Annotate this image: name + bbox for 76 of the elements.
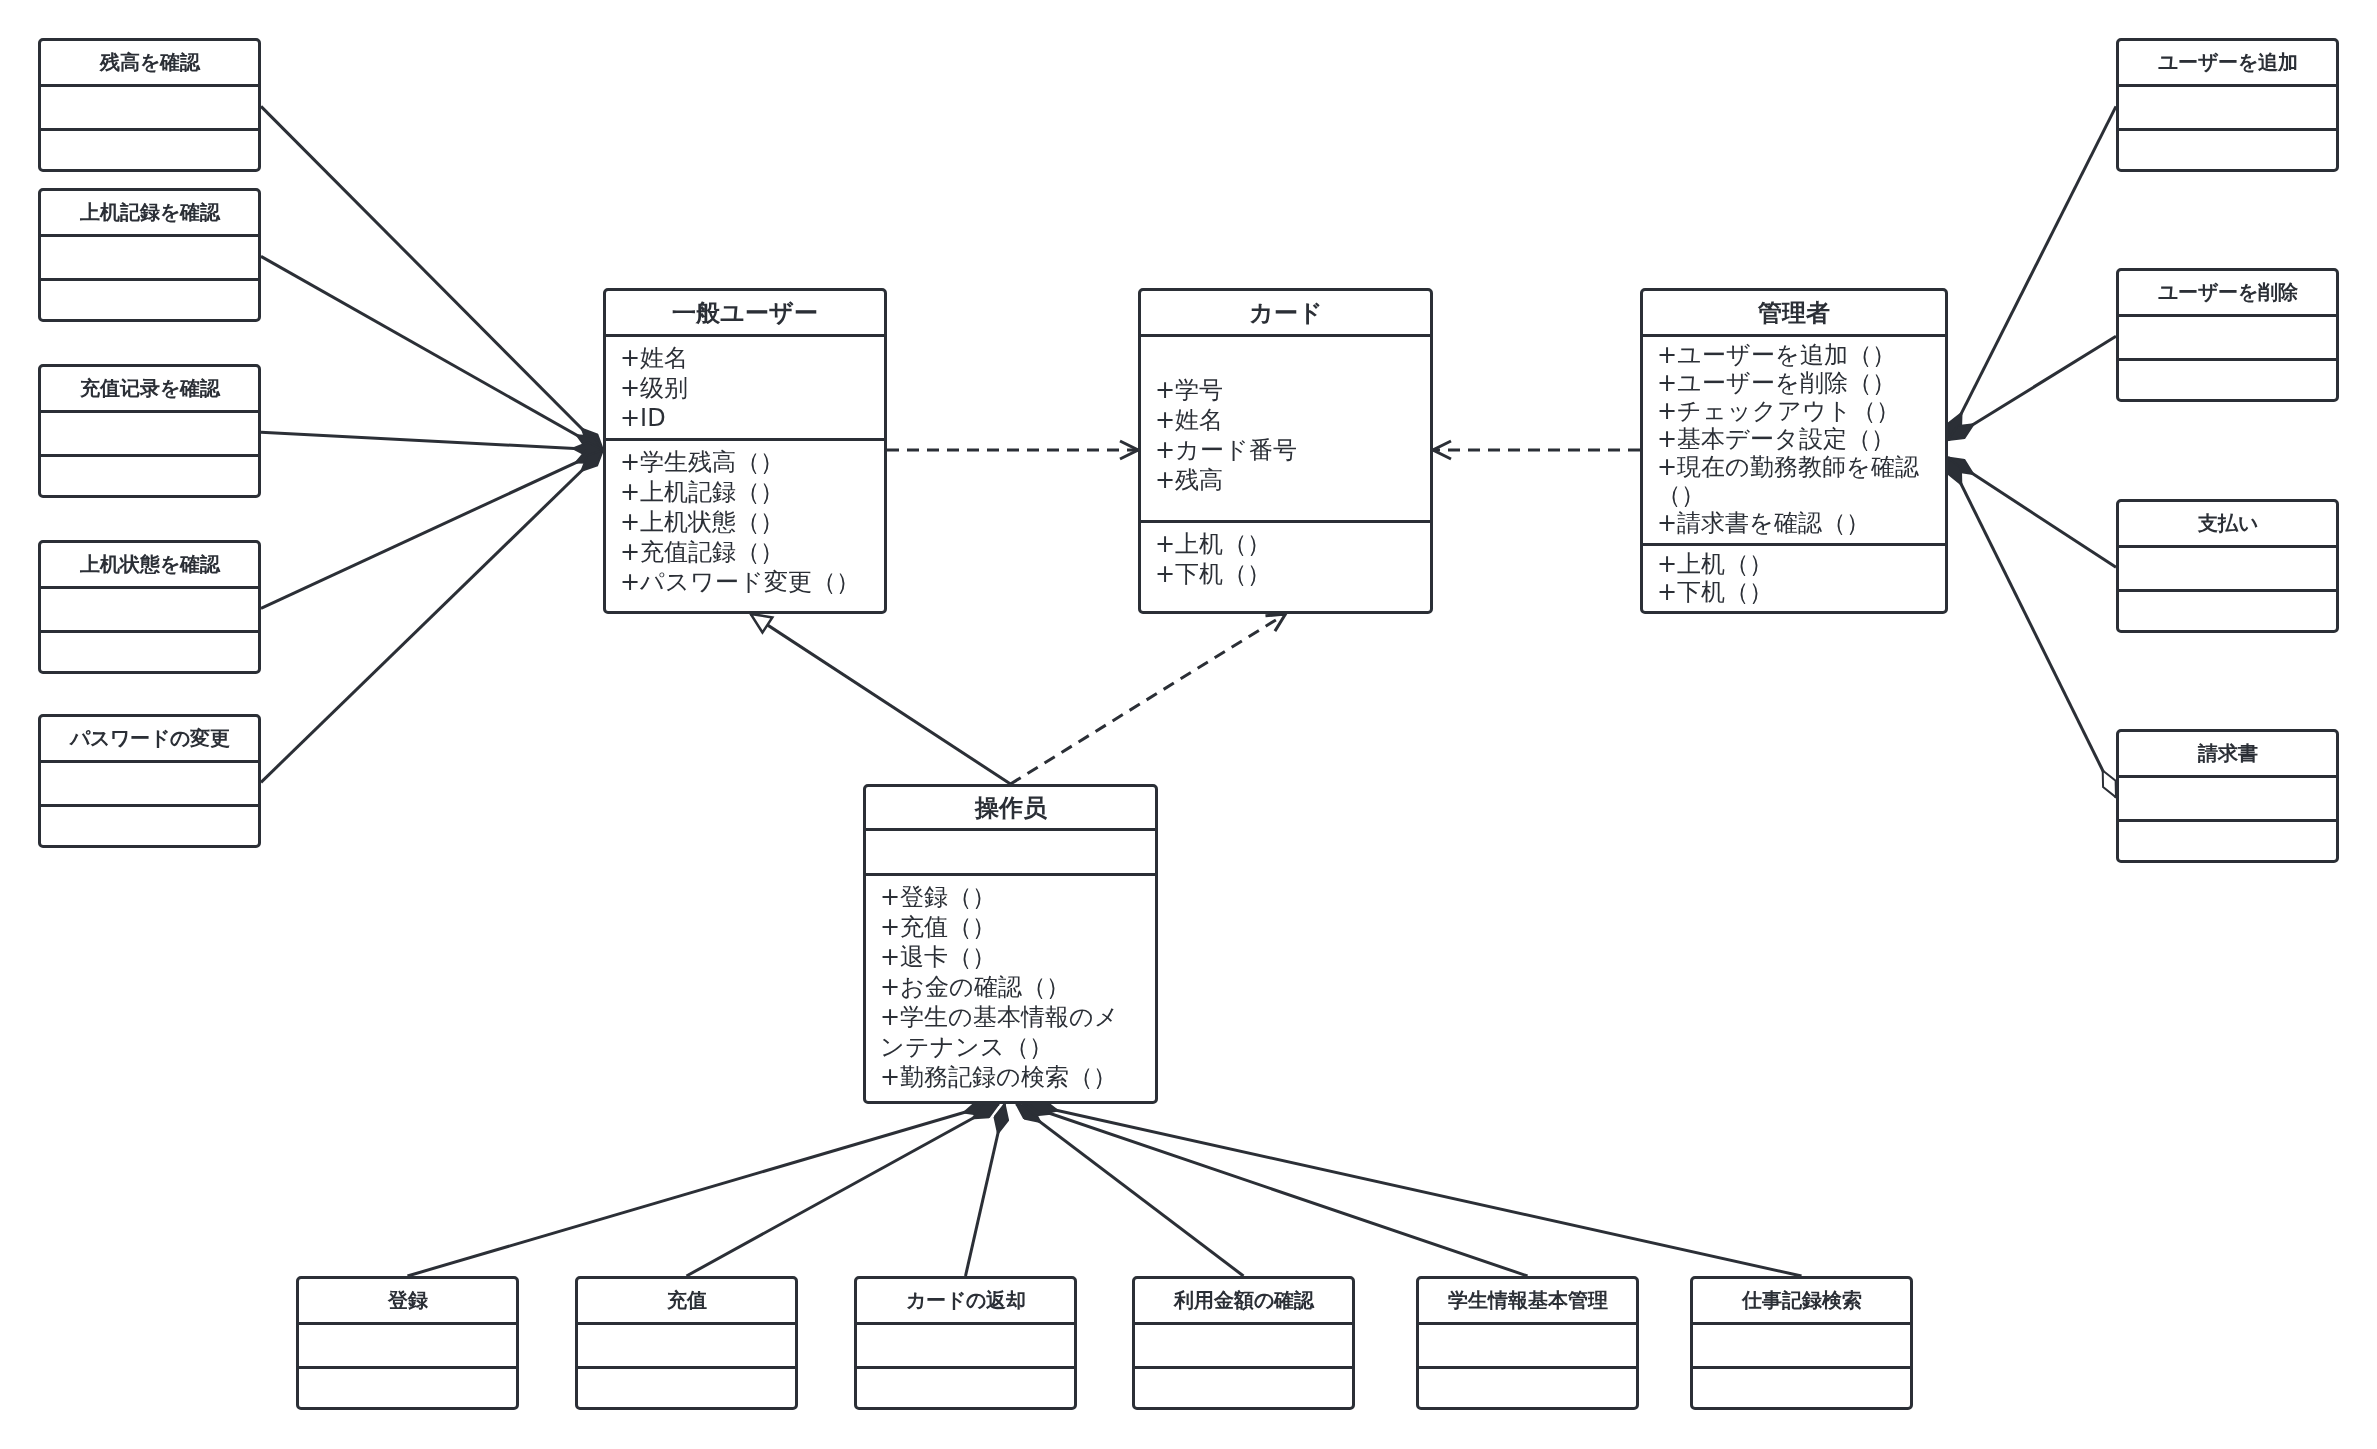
member-text: +ユーザーを削除（） <box>1657 369 1898 397</box>
member-text: +上机状態（） <box>620 507 786 537</box>
class-box <box>38 540 261 674</box>
member-text: +カード番号 <box>1155 435 1299 465</box>
class-box <box>1640 288 1948 614</box>
class-name: ユーザーを削除 <box>2157 279 2298 306</box>
class-box <box>603 288 887 614</box>
class-box <box>2116 268 2339 402</box>
member-text: +ユーザーを追加（） <box>1657 341 1898 369</box>
dependency-arrow <box>1431 439 1640 461</box>
composition-line <box>685 1102 1000 1278</box>
class-box <box>296 1276 519 1410</box>
class-box <box>38 714 261 848</box>
class-box <box>2116 729 2339 863</box>
class-box <box>854 1276 1077 1410</box>
class-name: 仕事記録検索 <box>1741 1287 1862 1314</box>
class-name: ユーザーを追加 <box>2157 49 2298 76</box>
class-name: カード <box>1248 297 1323 329</box>
class-box <box>38 188 261 322</box>
member-text: +充值（） <box>880 912 998 942</box>
dependency-arrow <box>1009 612 1287 786</box>
class-box <box>575 1276 798 1410</box>
class-name: 支払い <box>2197 510 2258 537</box>
member-text: +チェックアウト（） <box>1657 397 1902 425</box>
dependency-arrow <box>887 439 1140 461</box>
member-text: +学生残高（） <box>620 447 786 477</box>
class-name: 上机状態を確認 <box>79 551 220 578</box>
member-text: +残高 <box>1155 465 1225 495</box>
member-text: +上机（） <box>1657 550 1775 578</box>
composition-line <box>1947 456 2117 569</box>
member-text: +現在の勤務教師を確認（） <box>1657 453 1921 509</box>
member-text: +上机（） <box>1155 529 1273 559</box>
member-text: +勤務記録の検索（） <box>880 1062 1119 1092</box>
member-text: +お金の確認（） <box>880 972 1072 1002</box>
class-name: 登録 <box>387 1287 428 1314</box>
class-box <box>863 784 1158 1104</box>
member-text: +下机（） <box>1155 559 1273 589</box>
class-box <box>1138 288 1433 614</box>
class-name: 操作员 <box>974 792 1047 824</box>
member-text: +ID <box>620 403 667 433</box>
class-box <box>38 38 261 172</box>
member-text: +姓名 <box>620 343 690 373</box>
class-name: 残高を確認 <box>99 49 200 76</box>
member-text: +上机記録（） <box>620 477 786 507</box>
composition-line <box>1947 335 2117 442</box>
member-text: +退卡（） <box>880 942 998 972</box>
class-box <box>2116 38 2339 172</box>
member-text: +学号 <box>1155 375 1225 405</box>
member-text: +請求書を確認（） <box>1657 509 1872 537</box>
class-box <box>2116 499 2339 633</box>
class-name: 請求書 <box>2197 740 2258 767</box>
class-name: 管理者 <box>1758 297 1830 329</box>
composition-line <box>1015 1102 1245 1278</box>
member-text: +姓名 <box>1155 405 1225 435</box>
member-text: +下机（） <box>1657 578 1775 606</box>
class-name: カードの返却 <box>905 1287 1026 1314</box>
class-box <box>1132 1276 1355 1410</box>
class-name: 利用金額の確認 <box>1173 1287 1314 1314</box>
member-text: +登録（） <box>880 882 998 912</box>
class-name: 充值记录を確認 <box>79 375 220 402</box>
aggregation-line <box>1946 456 2118 799</box>
generalization-arrow <box>749 612 1012 786</box>
member-text: +基本データ設定（） <box>1657 425 1897 453</box>
class-name: 上机記録を確認 <box>79 199 220 226</box>
member-text: +学生の基本情報のメンテナンス（） <box>880 1002 1121 1062</box>
member-text: +パスワード変更（） <box>620 567 862 597</box>
class-name: 一般ユーザー <box>672 297 818 329</box>
class-name: 学生情報基本管理 <box>1447 1287 1608 1314</box>
class-name: パスワードの変更 <box>69 725 230 752</box>
class-box <box>1416 1276 1639 1410</box>
class-name: 充值 <box>666 1287 707 1314</box>
class-box <box>1690 1276 1913 1410</box>
member-text: +充值記録（） <box>620 537 786 567</box>
composition-line <box>964 1103 1010 1277</box>
class-box <box>38 364 261 498</box>
member-text: +级别 <box>620 373 690 403</box>
